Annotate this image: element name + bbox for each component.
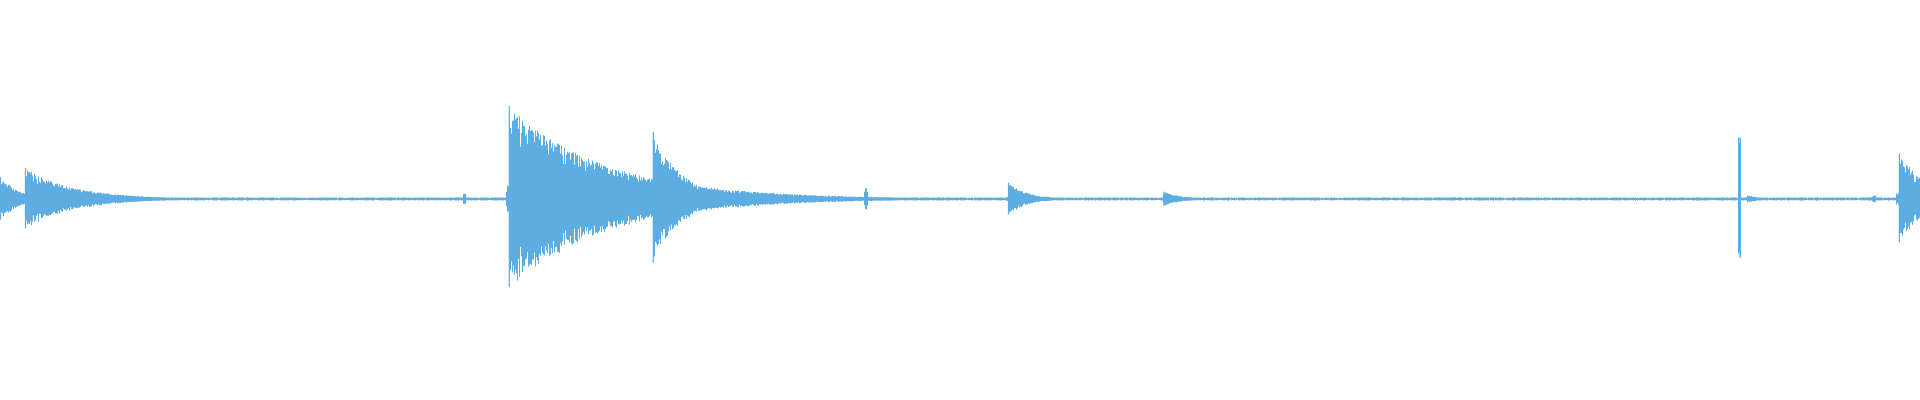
- waveform-path: [0, 113, 1920, 281]
- waveform-trace: [0, 106, 1920, 288]
